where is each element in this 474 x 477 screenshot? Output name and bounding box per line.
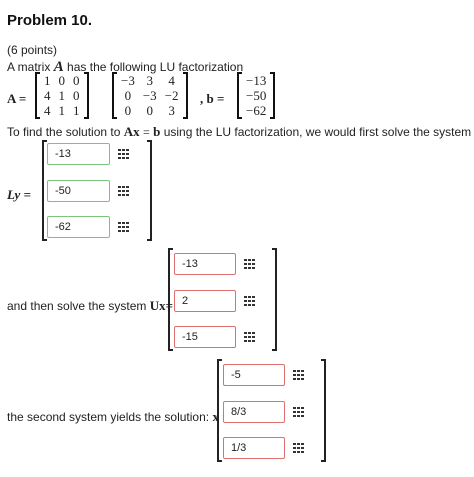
step2-bracket — [168, 248, 277, 351]
b-label-text: , b = — [200, 91, 225, 106]
step2-answer-field[interactable]: -13 — [174, 253, 236, 275]
b-vector: −13−50−62 — [237, 72, 276, 119]
matrix-entry: 0 — [124, 103, 132, 118]
grid-icon[interactable] — [244, 259, 256, 269]
step2-text: and then solve the system — [7, 299, 147, 313]
grid-icon[interactable] — [293, 443, 305, 453]
step1-bracket — [42, 140, 152, 241]
matrix-entry: −3 — [121, 73, 135, 88]
b-label: , b = — [200, 91, 224, 107]
grid-icon[interactable] — [293, 407, 305, 417]
step1-text-b: using the LU factorization, we would fir… — [163, 125, 472, 139]
b-symbol: b — [153, 124, 161, 139]
matrix-entry: −3 — [142, 88, 157, 103]
step3-instruction: the second system yields the solution: x… — [7, 409, 230, 425]
grid-icon[interactable] — [244, 332, 256, 342]
Ax-symbol: Ax — [123, 124, 140, 139]
problem-title: Problem 10. — [7, 12, 93, 29]
step3-answer-field[interactable]: -5 — [223, 364, 285, 386]
matrix-entry: 4 — [168, 73, 175, 88]
matrix-entry: 0 — [73, 73, 80, 88]
matrix-entry: −62 — [246, 103, 267, 118]
intro-rest: has the following LU factorization — [67, 60, 244, 74]
points-text: (6 points) — [7, 43, 58, 57]
grid-icon[interactable] — [118, 186, 130, 196]
step3-answer-field[interactable]: 8/3 — [223, 401, 285, 423]
step1-answer-field[interactable]: -13 — [47, 143, 110, 165]
step1-text-a: To find the solution to — [7, 125, 121, 139]
matrix-entry: 3 — [146, 73, 154, 88]
grid-icon[interactable] — [244, 296, 256, 306]
equals-symbol: = — [143, 125, 150, 139]
matrix-entry: 1 — [58, 88, 66, 103]
matrix-entry: 4 — [44, 88, 51, 103]
step3-bracket — [217, 359, 326, 462]
step2-answer-field[interactable]: -15 — [174, 326, 236, 348]
intro-text: A matrix — [7, 60, 51, 74]
step1-answer-field[interactable]: -50 — [47, 180, 110, 202]
intro-variable: A — [53, 59, 64, 75]
matrix-entry: −13 — [246, 73, 267, 88]
matrix-entry: 0 — [124, 88, 132, 103]
intro-line: A matrix A has the following LU factoriz… — [7, 59, 243, 76]
grid-icon[interactable] — [118, 149, 130, 159]
Ux-label: Ux= — [149, 298, 174, 313]
A-label: A = — [7, 91, 27, 106]
matrix-entry: −50 — [246, 88, 267, 103]
grid-icon[interactable] — [118, 222, 130, 232]
step1-instruction: To find the solution to Ax = b using the… — [7, 124, 471, 140]
step3-text: the second system yields the solution: — [7, 410, 210, 424]
step3-answer-field[interactable]: 1/3 — [223, 437, 285, 459]
step2-answer-field[interactable]: 2 — [174, 290, 236, 312]
matrix-entry: 3 — [168, 103, 175, 118]
grid-icon[interactable] — [293, 370, 305, 380]
Ly-label: Ly = — [7, 187, 31, 202]
matrix-entry: 0 — [58, 73, 66, 88]
matrix-entry: 1 — [58, 103, 66, 118]
matrix-entry: 0 — [73, 88, 80, 103]
matrix-entry: 1 — [73, 103, 80, 118]
matrix-entry: −2 — [164, 88, 179, 103]
matrix-entry: 0 — [146, 103, 154, 118]
matrix-entry: 4 — [44, 103, 51, 118]
step2-instruction: and then solve the system Ux= — [7, 298, 173, 314]
step1-answer-field[interactable]: -62 — [47, 216, 110, 238]
matrix-entry: 1 — [44, 73, 51, 88]
